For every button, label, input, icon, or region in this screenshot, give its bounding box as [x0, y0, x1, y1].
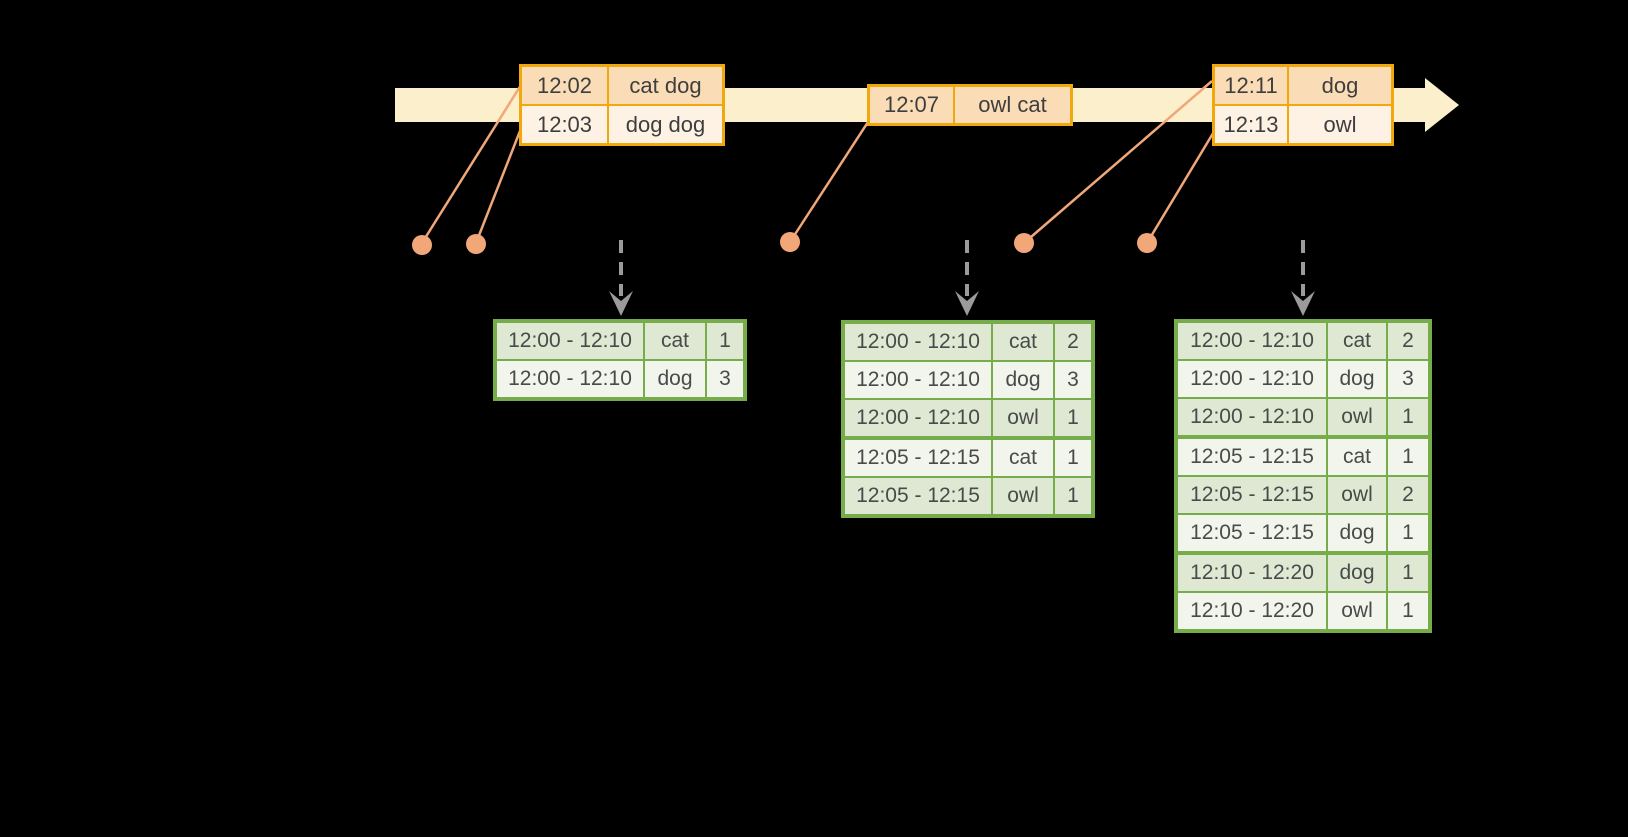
result-count-cell: 2 [1388, 477, 1428, 513]
result-word-cell: cat [1328, 439, 1386, 475]
result-word-cell: dog [1328, 555, 1386, 591]
result-word-cell: owl [1328, 399, 1386, 435]
result-window-cell: 12:00 - 12:10 [497, 361, 643, 397]
event-dot [1137, 233, 1157, 253]
event-time-cell: 12:02 [522, 67, 607, 104]
result-count-cell: 1 [1055, 478, 1091, 514]
result-window-cell: 12:10 - 12:20 [1178, 593, 1326, 629]
result-word-cell: owl [1328, 593, 1386, 629]
result-word-cell: cat [1328, 323, 1386, 359]
event-connector-line [1145, 129, 1217, 244]
result-count-cell: 3 [1055, 362, 1091, 398]
result-window-cell: 12:10 - 12:20 [1178, 555, 1326, 591]
event-time-cell: 12:03 [522, 106, 607, 143]
result-word-cell: owl [1328, 477, 1386, 513]
result-window-cell: 12:05 - 12:15 [845, 440, 991, 476]
event-word-cell: owl cat [955, 87, 1070, 123]
result-count-cell: 1 [1055, 440, 1091, 476]
result-count-cell: 2 [1055, 324, 1091, 360]
result-word-cell: cat [645, 323, 705, 359]
result-count-cell: 1 [1388, 515, 1428, 551]
event-time-cell: 12:07 [870, 87, 953, 123]
result-window-cell: 12:00 - 12:10 [845, 362, 991, 398]
result-word-cell: dog [1328, 361, 1386, 397]
result-window-cell: 12:05 - 12:15 [1178, 477, 1326, 513]
event-dot [1014, 233, 1034, 253]
event-dots [412, 232, 1157, 255]
event-dot [412, 235, 432, 255]
result-count-cell: 1 [1388, 593, 1428, 629]
result-word-cell: owl [993, 478, 1053, 514]
result-window-cell: 12:05 - 12:15 [845, 478, 991, 514]
event-word-cell: dog [1289, 67, 1391, 104]
result-window-cell: 12:00 - 12:10 [845, 400, 991, 436]
event-dot [466, 234, 486, 254]
event-word-cell: cat dog [609, 67, 722, 104]
event-connector-line [1023, 80, 1213, 244]
result-count-cell: 1 [1388, 399, 1428, 435]
result-count-cell: 1 [1388, 439, 1428, 475]
event-word-cell: dog dog [609, 106, 722, 143]
event-dot [780, 232, 800, 252]
result-window-cell: 12:00 - 12:10 [1178, 399, 1326, 435]
result-count-cell: 3 [1388, 361, 1428, 397]
result-word-cell: dog [1328, 515, 1386, 551]
event-connector-line [474, 130, 522, 244]
trigger-arrow-icon [609, 240, 633, 316]
timeline-arrowhead-icon [1425, 78, 1459, 132]
result-window-cell: 12:05 - 12:15 [1178, 439, 1326, 475]
trigger-arrows [609, 240, 1315, 316]
result-count-cell: 1 [1388, 555, 1428, 591]
result-word-cell: cat [993, 440, 1053, 476]
result-window-cell: 12:00 - 12:10 [1178, 323, 1326, 359]
event-time-cell: 12:13 [1215, 106, 1287, 143]
event-connector-lines [420, 80, 1217, 244]
result-window-cell: 12:00 - 12:10 [1178, 361, 1326, 397]
trigger-arrow-icon [955, 240, 979, 316]
result-count-cell: 3 [707, 361, 743, 397]
result-count-cell: 2 [1388, 323, 1428, 359]
result-word-cell: dog [645, 361, 705, 397]
result-count-cell: 1 [707, 323, 743, 359]
trigger-arrow-icon [1291, 240, 1315, 316]
event-connector-line [420, 84, 523, 244]
event-connector-line [788, 121, 870, 243]
result-window-cell: 12:00 - 12:10 [845, 324, 991, 360]
result-count-cell: 1 [1055, 400, 1091, 436]
result-word-cell: cat [993, 324, 1053, 360]
event-time-cell: 12:11 [1215, 67, 1287, 104]
result-word-cell: owl [993, 400, 1053, 436]
event-word-cell: owl [1289, 106, 1391, 143]
result-window-cell: 12:00 - 12:10 [497, 323, 643, 359]
result-word-cell: dog [993, 362, 1053, 398]
result-window-cell: 12:05 - 12:15 [1178, 515, 1326, 551]
